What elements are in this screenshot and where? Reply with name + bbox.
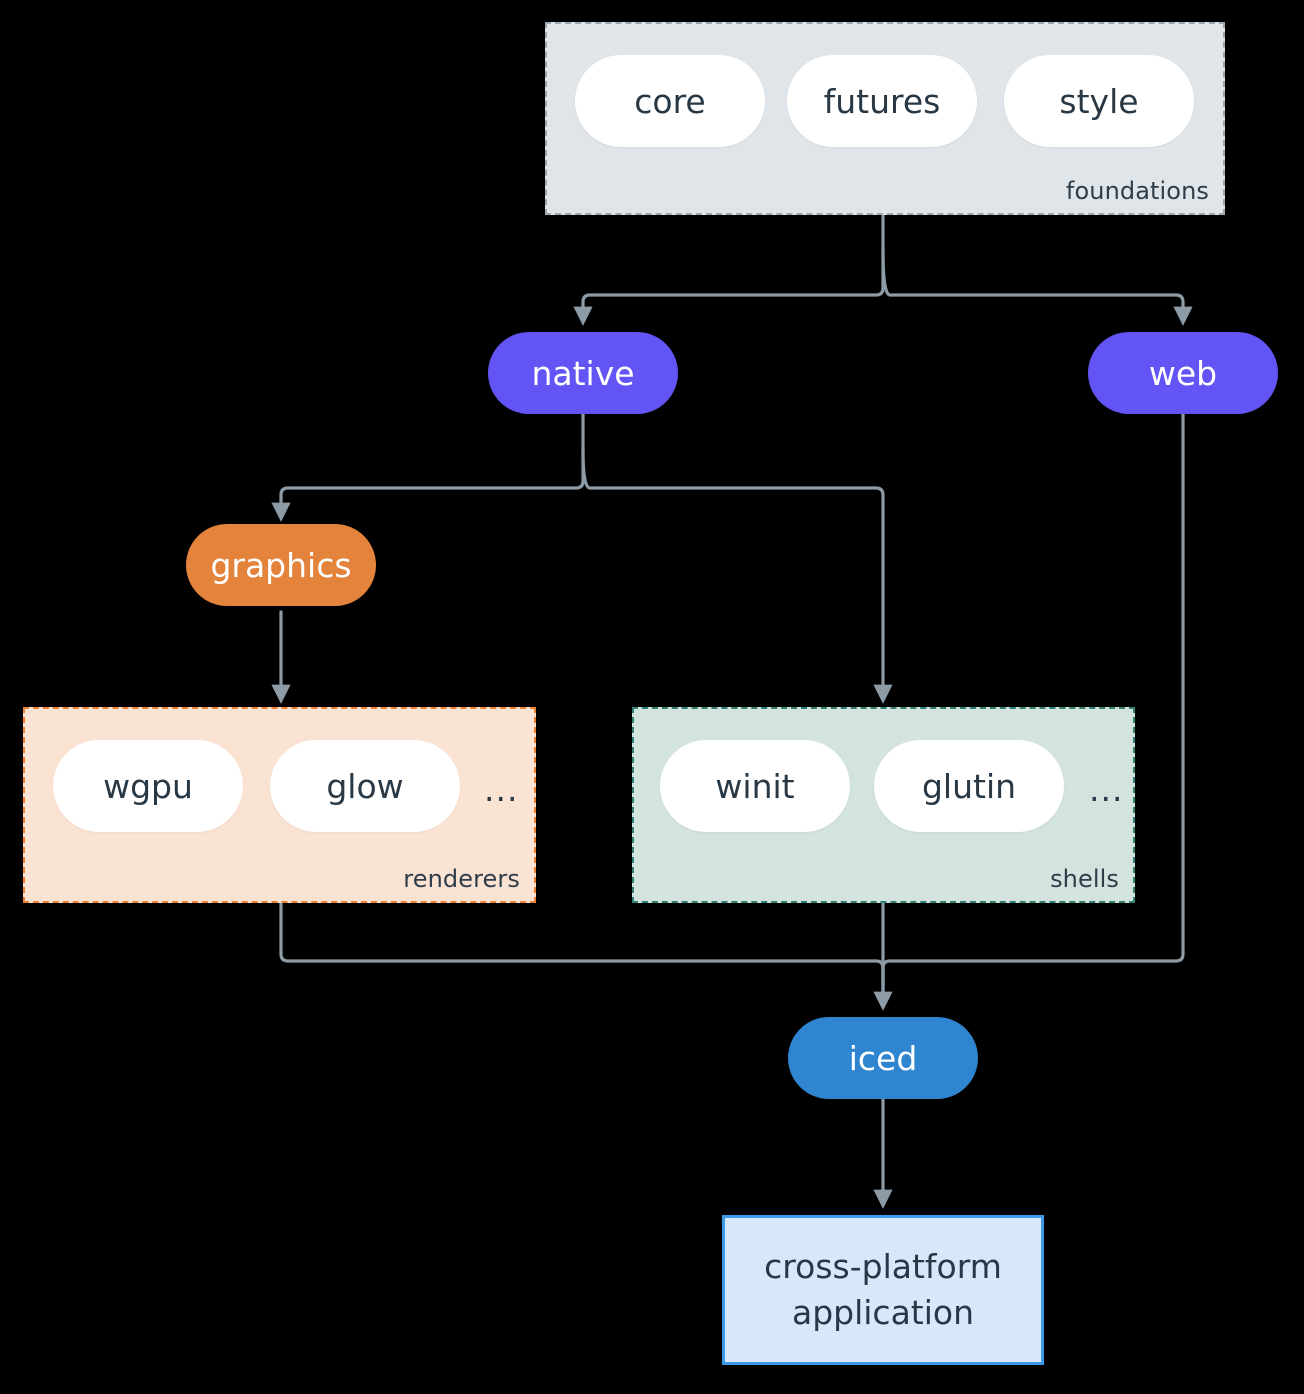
node-glutin[interactable]: glutin <box>874 740 1064 832</box>
node-native[interactable]: native <box>488 332 678 414</box>
edge-foundations-native <box>573 213 885 326</box>
node-winit[interactable]: winit <box>660 740 850 832</box>
node-futures-label: futures <box>823 81 941 121</box>
node-glow-label: glow <box>326 766 404 806</box>
node-glutin-label: glutin <box>921 766 1017 806</box>
node-graphics-label: graphics <box>210 545 352 585</box>
node-iced-label: iced <box>848 1038 918 1078</box>
node-shells-ellipsis: ... <box>1089 770 1124 809</box>
node-web[interactable]: web <box>1088 332 1278 414</box>
node-wgpu[interactable]: wgpu <box>53 740 243 832</box>
node-graphics[interactable]: graphics <box>186 524 376 606</box>
node-core-label: core <box>634 81 706 121</box>
node-application[interactable]: cross-platform application <box>722 1215 1044 1365</box>
edge-native-shells <box>581 448 893 704</box>
node-application-label-line2: application <box>791 1293 975 1332</box>
edge-native-graphics <box>271 410 585 522</box>
edge-renderers-iced <box>279 901 893 1011</box>
node-web-label: web <box>1148 353 1218 393</box>
node-renderers-ellipsis: ... <box>484 770 519 809</box>
group-renderers-label: renderers <box>403 865 520 893</box>
group-shells: winit glutin ... shells <box>632 707 1135 903</box>
group-renderers: wgpu glow ... renderers <box>23 707 536 903</box>
node-iced[interactable]: iced <box>788 1017 978 1099</box>
node-wgpu-label: wgpu <box>103 766 193 806</box>
node-winit-label: winit <box>715 766 795 806</box>
edge-foundations-web <box>881 248 1193 326</box>
node-glow[interactable]: glow <box>270 740 460 832</box>
edge-web-iced <box>881 410 1185 1002</box>
node-futures[interactable]: futures <box>787 55 977 147</box>
node-style[interactable]: style <box>1004 55 1194 147</box>
node-core[interactable]: core <box>575 55 765 147</box>
node-native-label: native <box>531 353 635 393</box>
group-shells-label: shells <box>1050 865 1119 893</box>
node-application-label-line1: cross-platform <box>764 1247 1002 1287</box>
group-foundations: core futures style foundations <box>545 22 1225 215</box>
node-style-label: style <box>1059 81 1139 121</box>
group-foundations-label: foundations <box>1065 177 1209 205</box>
